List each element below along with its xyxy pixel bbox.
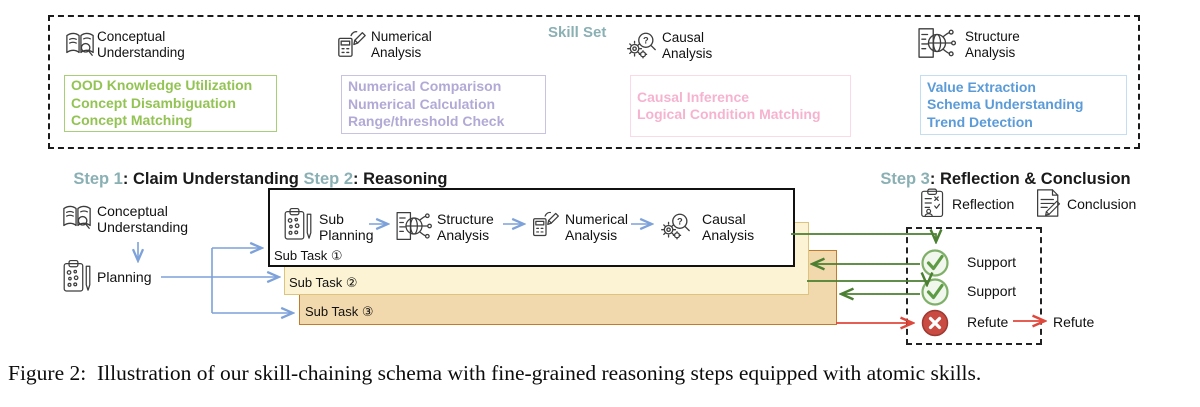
verdict-support-2: Support [967, 283, 1017, 299]
step-1-2-heading: Step 1: Claim Understanding Step 2: Reas… [73, 170, 448, 188]
skill-set-title: Skill Set [548, 24, 607, 41]
refute-cross-icon [920, 308, 950, 338]
skill-item: Causal Inference [637, 88, 750, 105]
subtask-1-label: Sub Task ① [274, 248, 343, 263]
subtask-1-box: Sub Task ① Sub Planning Structur [268, 188, 795, 267]
document-network-icon [917, 26, 957, 60]
step1-label: Step 1 [73, 170, 123, 188]
verification-box [906, 227, 1042, 345]
gear-magnifier-icon: ? [627, 29, 659, 59]
step3-label: Step 3 [880, 170, 930, 188]
skill-item: Range/threshold Check [348, 113, 505, 130]
skill-item: Numerical Comparison [348, 78, 502, 95]
skill-title-causal-analysis: Causal Analysis [662, 30, 713, 61]
skill-title-conceptual-understanding: Conceptual Understanding [97, 29, 185, 60]
chain-sub-planning-label: Sub Planning [319, 211, 374, 243]
final-refute-label: Refute [1053, 314, 1095, 330]
chain-causal-analysis-label: Causal Analysis [702, 211, 755, 243]
flow-planning-label: Planning [97, 269, 152, 285]
calculator-pen-icon [336, 28, 368, 60]
subtask-2-label: Sub Task ② [289, 275, 358, 290]
reflection-clipboard-icon [920, 188, 946, 218]
skill-item: OOD Knowledge Utilization [71, 77, 253, 94]
skill-item: Numerical Calculation [348, 95, 496, 112]
skill-items-numerical: Numerical Comparison Numerical Calculati… [341, 75, 546, 134]
skill-item: Value Extraction [927, 78, 1036, 95]
svg-text:?: ? [677, 217, 683, 227]
conclusion-label: Conclusion [1067, 196, 1137, 212]
skill-set-panel [48, 15, 1140, 149]
skill-item: Logical Condition Matching [637, 106, 821, 122]
skill-items-conceptual: OOD Knowledge Utilization Concept Disamb… [64, 75, 277, 132]
book-magnifier-icon [61, 202, 93, 232]
skill-item: Concept Disambiguation [71, 94, 236, 111]
clipboard-pen-icon [283, 207, 313, 241]
skill-title-numerical-analysis: Numerical Analysis [371, 29, 432, 60]
calculator-pen-icon [531, 208, 561, 240]
svg-text:?: ? [643, 36, 649, 46]
book-magnifier-icon [64, 29, 96, 59]
figure-caption: Figure 2: Illustration of our skill-chai… [8, 361, 982, 385]
skill-title-structure-analysis: Structure Analysis [965, 29, 1020, 60]
chain-numerical-analysis-label: Numerical Analysis [565, 211, 629, 243]
document-network-icon [395, 210, 433, 242]
clipboard-pen-icon [62, 259, 92, 293]
support-check-icon [920, 248, 950, 278]
skill-item: Trend Detection [927, 113, 1033, 130]
skill-item: Schema Understanding [927, 96, 1084, 113]
support-check-icon [920, 277, 950, 307]
chain-structure-analysis-label: Structure Analysis [437, 211, 494, 243]
gear-magnifier-icon: ? [661, 210, 693, 240]
flow-conceptual-understanding-label: Conceptual Understanding [97, 203, 189, 235]
skill-items-causal: Causal Inference Logical Condition Match… [630, 75, 851, 137]
verdict-support-1: Support [967, 254, 1017, 270]
skill-item: Concept Matching [71, 112, 193, 129]
skill-items-structure: Value Extraction Schema Understanding Tr… [920, 75, 1127, 135]
step-3-heading: Step 3: Reflection & Conclusion [880, 170, 1131, 188]
verdict-refute: Refute [967, 314, 1009, 330]
reflection-label: Reflection [952, 196, 1015, 212]
conclusion-paper-pencil-icon [1035, 188, 1063, 218]
subtask-3-label: Sub Task ③ [305, 304, 374, 319]
step2-label: Step 2 [303, 170, 354, 188]
